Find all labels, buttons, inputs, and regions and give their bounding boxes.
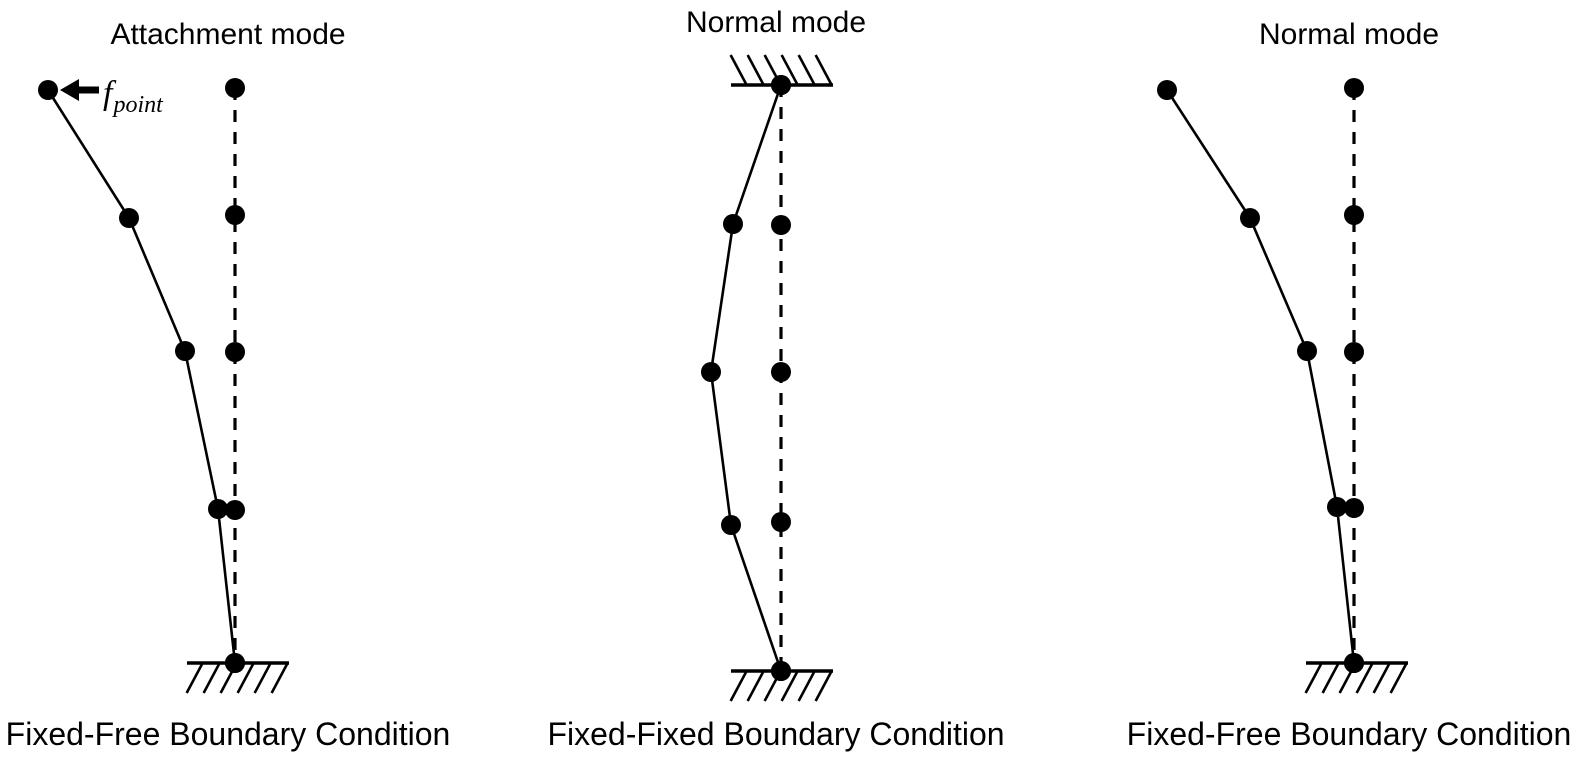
panel-normal-mode-fixed-fixed-ground-symbol — [729, 669, 833, 702]
panel-attachment-mode-deformed-node — [119, 208, 139, 228]
panel-normal-mode-fixed-fixed-reference-node — [771, 512, 791, 532]
panel-normal-mode-fixed-fixed-ground-hatch — [814, 670, 833, 702]
panel-attachment-mode-ground-hatch — [270, 662, 289, 694]
panel-normal-mode-fixed-free-ground-hatch — [1304, 662, 1323, 694]
panel-normal-mode-fixed-fixed-deformed-node — [771, 75, 791, 95]
panel-normal-mode-fixed-fixed-deformed-node — [701, 362, 721, 382]
panel-attachment-mode-deformed-line — [46, 88, 237, 665]
panel-attachment-mode-reference-node — [225, 78, 245, 98]
panel-normal-mode-fixed-fixed-deformed-line — [709, 83, 783, 673]
panel-attachment-mode-reference-node — [225, 500, 245, 520]
panel-normal-mode-fixed-fixed-ground-hatch — [729, 670, 748, 702]
panel-attachment-mode-deformed-node — [208, 499, 228, 519]
panel-normal-mode-fixed-fixed-reference-node — [771, 215, 791, 235]
panel-attachment-mode-deformed-node — [225, 653, 245, 673]
panel-normal-mode-fixed-fixed-ceiling-hatch — [729, 54, 748, 86]
panel-attachment-mode-ground-hatch — [253, 662, 272, 694]
panel-normal-mode-fixed-free-reference-node — [1344, 78, 1364, 98]
panel-normal-mode-fixed-free-ground-hatch — [1355, 662, 1374, 694]
panel-normal-mode-fixed-free-deformed-node — [1344, 653, 1364, 673]
panel-normal-mode-fixed-free-deformed-node — [1240, 208, 1260, 228]
panel-normal-mode-fixed-free-ground-hatch — [1372, 662, 1391, 694]
panel-normal-mode-fixed-free-ground-hatch — [1389, 662, 1408, 694]
panel-normal-mode-fixed-free-reference-node — [1344, 498, 1364, 518]
panel-normal-mode-fixed-free-deformed-line — [1165, 88, 1356, 665]
panel-normal-mode-fixed-fixed-deformed-node — [723, 214, 743, 234]
panel-normal-mode-fixed-fixed-ground-hatch — [746, 670, 765, 702]
panel-attachment-mode-deformed-node — [175, 341, 195, 361]
panel-attachment-mode-title: Attachment mode — [110, 18, 345, 51]
panel-normal-mode-fixed-fixed-caption: Fixed-Fixed Boundary Condition — [547, 716, 1004, 752]
panel-normal-mode-fixed-free-deformed-node — [1327, 497, 1347, 517]
panel-attachment-mode-deformed-node — [38, 80, 58, 100]
panel-normal-mode-fixed-free-caption: Fixed-Free Boundary Condition — [1127, 716, 1572, 752]
panel-normal-mode-fixed-free-title: Normal mode — [1259, 18, 1439, 51]
panel-attachment-mode-force-label: fpoint — [103, 75, 164, 118]
panel-normal-mode-fixed-fixed-deformed-node — [721, 515, 741, 535]
panel-attachment-mode-ground-hatch — [236, 662, 255, 694]
panel-attachment-mode-reference-node — [225, 342, 245, 362]
panel-normal-mode-fixed-free-deformed-node — [1157, 80, 1177, 100]
panel-attachment-mode-caption: Fixed-Free Boundary Condition — [6, 716, 451, 752]
panel-normal-mode-fixed-free-ground-hatch — [1321, 662, 1340, 694]
panel-normal-mode-fixed-fixed-deformed-node — [771, 661, 791, 681]
panel-attachment-mode-reference-node — [225, 205, 245, 225]
panel-normal-mode-fixed-fixed-title: Normal mode — [686, 6, 866, 39]
panel-normal-mode-fixed-fixed-ground-hatch — [797, 670, 816, 702]
panel-normal-mode-fixed-fixed-ground-hatch — [780, 670, 799, 702]
panel-normal-mode-fixed-free-deformed-node — [1297, 341, 1317, 361]
panel-normal-mode-fixed-fixed-ceiling-hatch — [814, 54, 833, 86]
panel-normal-mode-fixed-free-reference-node — [1344, 205, 1364, 225]
panel-attachment-mode-ground-hatch — [202, 662, 221, 694]
panel-normal-mode-fixed-fixed-reference-node — [771, 362, 791, 382]
panel-normal-mode-fixed-fixed-ceiling-hatch — [797, 54, 816, 86]
panel-attachment-mode-force-arrow-icon — [60, 79, 99, 101]
panel-normal-mode-fixed-fixed-ceiling-hatch — [746, 54, 765, 86]
panel-normal-mode-fixed-free-reference-node — [1344, 342, 1364, 362]
panel-normal-mode-fixed-fixed-ceiling-hatch — [780, 54, 799, 86]
panel-attachment-mode-force-arrow-head — [60, 79, 79, 101]
panel-attachment-mode-ground-hatch — [185, 662, 204, 694]
